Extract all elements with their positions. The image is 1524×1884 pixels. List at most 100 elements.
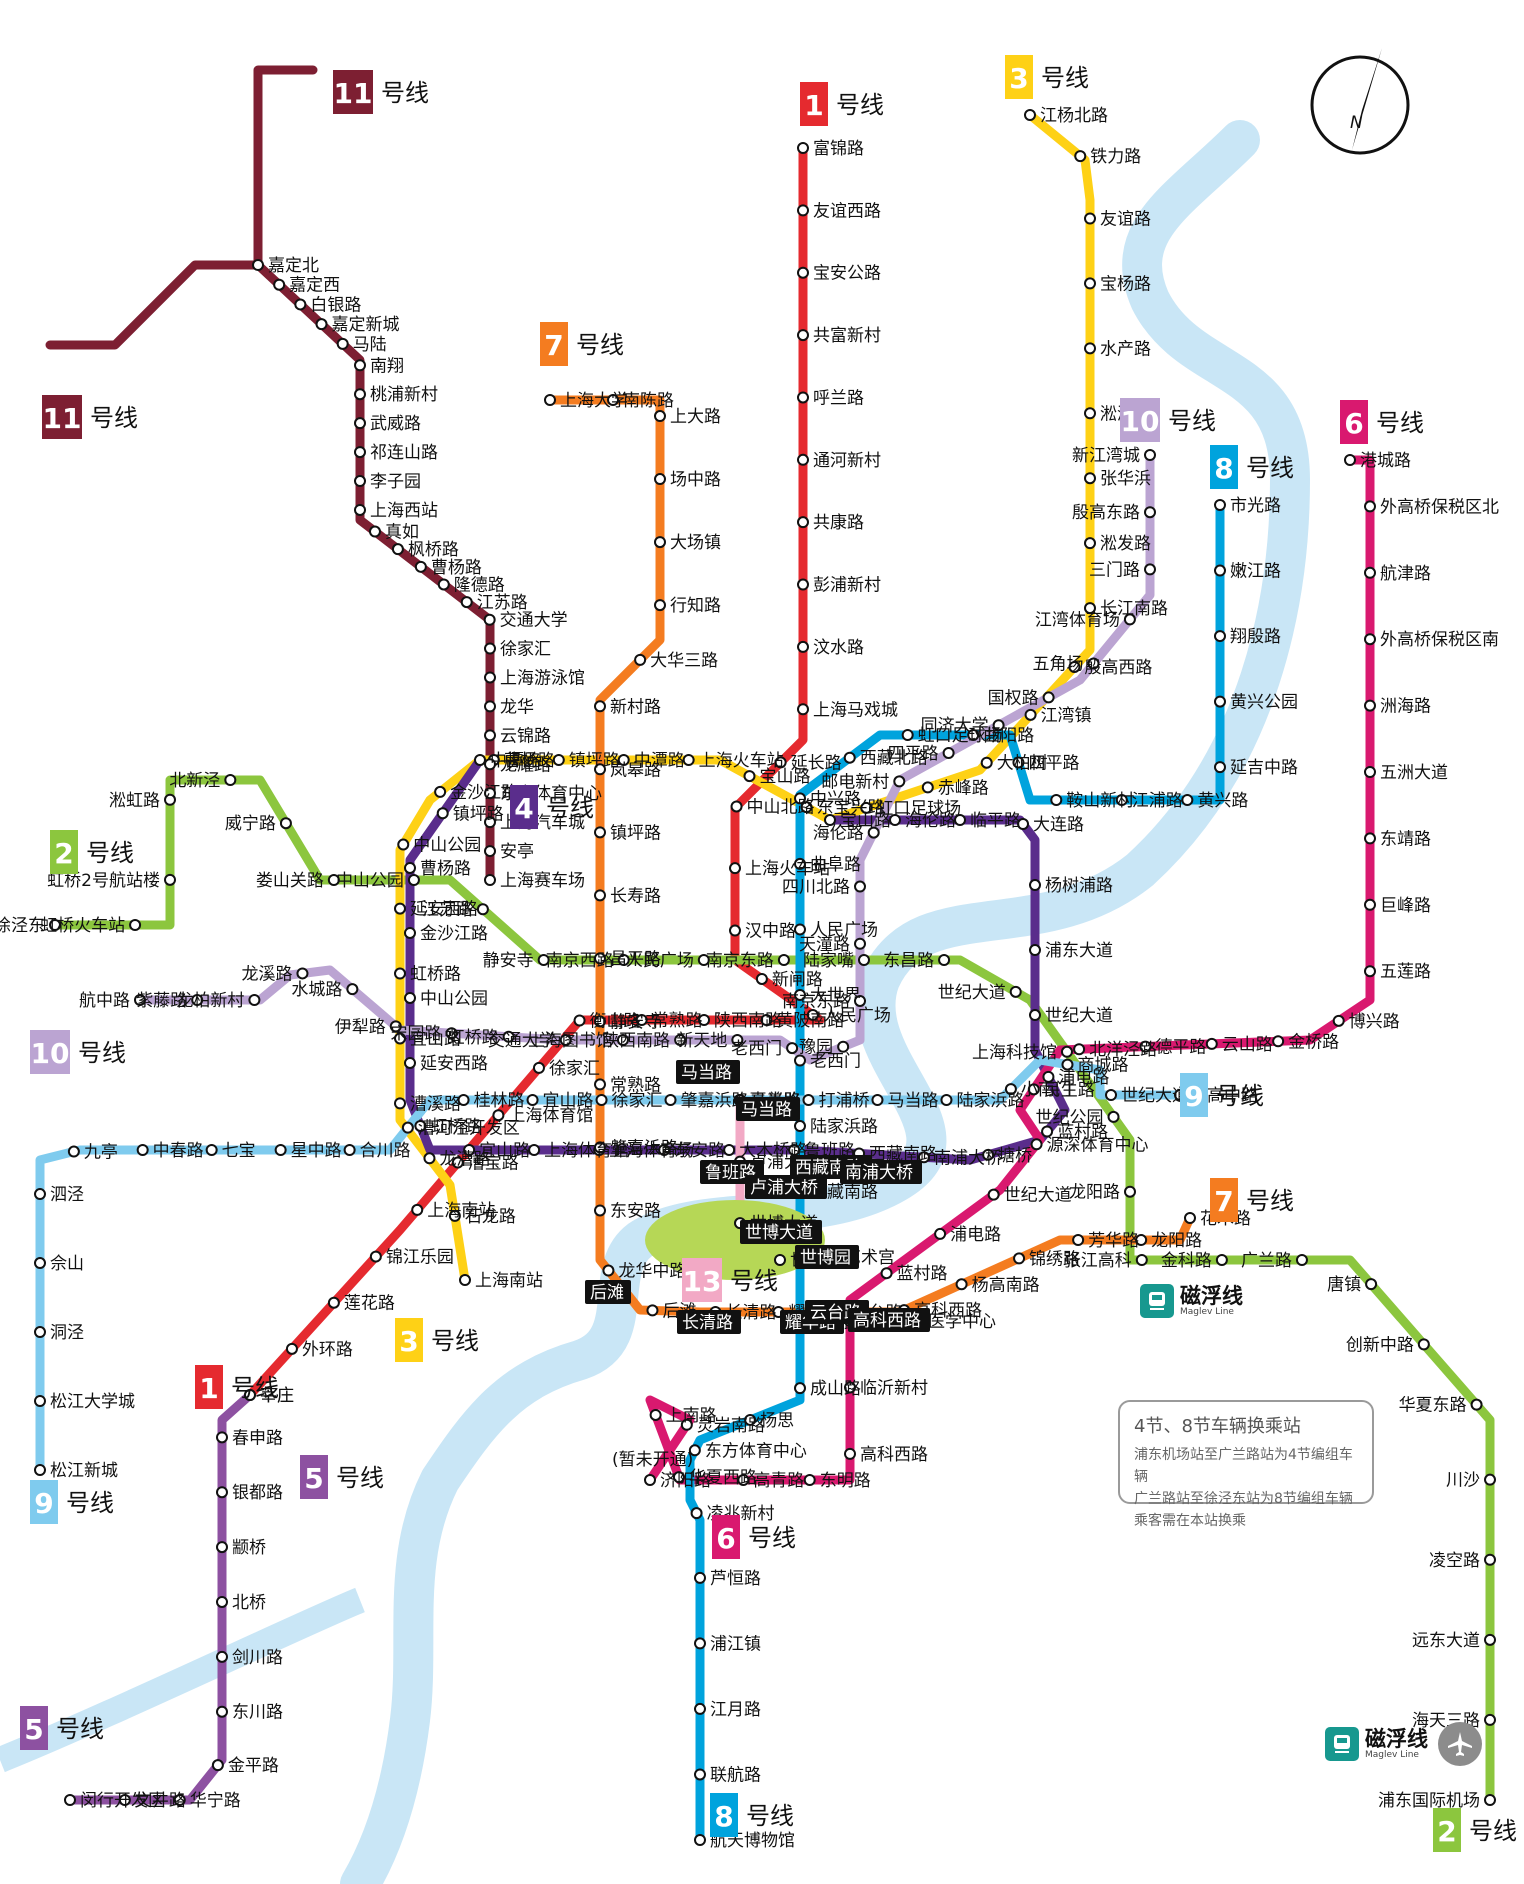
station-label[interactable]: 曲阜路 — [810, 855, 861, 875]
station-label[interactable]: 世纪大道 — [938, 983, 1006, 1003]
station-dot[interactable] — [844, 1447, 856, 1460]
station-dot[interactable] — [607, 394, 620, 406]
station-label[interactable]: 银都路 — [232, 1483, 283, 1503]
station-dot[interactable] — [34, 1464, 46, 1476]
dark-station-tag-label[interactable]: 世博园 — [800, 1248, 851, 1268]
station-label[interactable]: 徐家汇 — [612, 1091, 663, 1111]
station-dot[interactable] — [690, 1507, 703, 1520]
station-dot[interactable] — [205, 1144, 218, 1156]
station-label[interactable]: 宝安公路 — [813, 264, 881, 284]
station-dot[interactable] — [216, 1650, 228, 1663]
station-dot[interactable] — [786, 1042, 799, 1055]
station-label[interactable]: 金科路 — [1161, 1251, 1212, 1271]
station-label[interactable]: 岚皋路 — [610, 760, 661, 780]
station-label[interactable]: 龙华中路 — [618, 1262, 686, 1282]
station-label[interactable]: 莘庄 — [260, 1386, 294, 1406]
station-label[interactable]: 龙漕路 — [439, 1149, 490, 1169]
station-label[interactable]: 川沙 — [1446, 1471, 1480, 1491]
station-label[interactable]: 华夏西路 — [689, 1468, 757, 1488]
station-dot[interactable] — [1205, 1037, 1218, 1050]
station-dot[interactable] — [880, 1267, 893, 1280]
station-label[interactable]: 创新中路 — [1346, 1335, 1414, 1355]
station-label[interactable]: 上海南站 — [475, 1271, 543, 1291]
station-label[interactable]: 宝山路 — [759, 767, 810, 787]
station-dot[interactable] — [1084, 407, 1096, 420]
station-label[interactable]: 虹口足球场 — [918, 726, 1003, 746]
station-label[interactable]: 民生路 — [1044, 1080, 1095, 1100]
station-dot[interactable] — [346, 983, 359, 996]
station-label[interactable]: 镇坪路 — [610, 823, 661, 843]
station-label[interactable]: 陕西南路 — [602, 1031, 670, 1051]
station-label[interactable]: 世纪大道 — [1004, 1186, 1072, 1206]
station-dot[interactable] — [1364, 699, 1376, 712]
station-label[interactable]: 龙阳路 — [1151, 1231, 1202, 1251]
station-label[interactable]: 闵行开发区 — [80, 1791, 165, 1811]
station-dot[interactable] — [730, 800, 743, 813]
station-label[interactable]: 徐家汇 — [549, 1059, 600, 1079]
station-dot[interactable] — [248, 994, 261, 1006]
station-dot[interactable] — [1332, 1014, 1345, 1027]
station-dot[interactable] — [394, 902, 406, 915]
station-dot[interactable] — [1214, 630, 1226, 643]
station-dot[interactable] — [173, 1794, 186, 1806]
station-label[interactable]: 张江高科 — [1064, 1251, 1132, 1271]
station-label[interactable]: 长江南路 — [1100, 599, 1168, 619]
station-dot[interactable] — [537, 954, 550, 966]
station-label[interactable]: 海伦路 — [813, 824, 864, 844]
station-label[interactable]: 杨树浦路 — [1045, 876, 1113, 896]
station-dot[interactable] — [694, 1834, 706, 1846]
station-label[interactable]: 长寿路 — [610, 886, 661, 906]
station-label[interactable]: 翔殷路 — [1230, 627, 1281, 647]
station-dot[interactable] — [1029, 1009, 1041, 1022]
station-dot[interactable] — [1139, 1040, 1152, 1053]
station-dot[interactable] — [134, 994, 146, 1006]
station-dot[interactable] — [987, 1188, 1000, 1201]
station-label[interactable]: 中潭路 — [634, 751, 685, 771]
station-label[interactable]: 浦东国际机场 — [1378, 1791, 1480, 1811]
station-dot[interactable] — [797, 329, 809, 342]
station-label[interactable]: 颛桥 — [232, 1538, 266, 1558]
station-label[interactable]: 虹桥路 — [430, 1117, 481, 1137]
station-dot[interactable] — [389, 1020, 402, 1033]
station-label[interactable]: 龙溪路 — [241, 964, 292, 984]
station-dot[interactable] — [369, 1250, 382, 1263]
station-dot[interactable] — [1107, 1110, 1120, 1123]
station-dot[interactable] — [982, 1148, 995, 1161]
station-dot[interactable] — [794, 988, 806, 1001]
station-label[interactable]: 江杨北路 — [1040, 106, 1108, 126]
station-label[interactable]: 龙华 — [500, 697, 534, 717]
station-dot[interactable] — [1364, 832, 1376, 845]
station-dot[interactable] — [594, 952, 606, 965]
station-dot[interactable] — [1344, 454, 1356, 466]
station-label[interactable]: 通河新村 — [813, 451, 881, 471]
station-label[interactable]: 赤峰路 — [938, 778, 989, 798]
station-label[interactable]: 锦江乐园 — [386, 1248, 454, 1268]
station-label[interactable]: 世纪公园 — [1036, 1108, 1104, 1128]
station-label[interactable]: 延吉中路 — [1230, 758, 1298, 778]
station-dot[interactable] — [1042, 1070, 1055, 1083]
station-dot[interactable] — [1184, 1212, 1196, 1224]
station-label[interactable]: 彭浦新村 — [813, 576, 881, 596]
station-dot[interactable] — [1144, 563, 1156, 576]
station-label[interactable]: 漕宝路 — [468, 1154, 519, 1174]
station-label[interactable]: 浦江镇 — [710, 1634, 761, 1654]
station-label[interactable]: 富锦路 — [813, 139, 864, 159]
station-dot[interactable] — [1084, 212, 1096, 225]
station-dot[interactable] — [595, 1094, 608, 1106]
station-dot[interactable] — [34, 1257, 46, 1270]
station-dot[interactable] — [463, 1144, 476, 1156]
station-label[interactable]: 东安路 — [674, 1141, 725, 1161]
station-label[interactable]: 镇坪路 — [453, 804, 504, 824]
station-label[interactable]: 北洋泾路 — [1089, 1040, 1157, 1060]
station-dot[interactable] — [404, 1056, 416, 1069]
station-label[interactable]: 李子园 — [370, 472, 421, 492]
station-label[interactable]: 祁连山路 — [370, 443, 438, 463]
station-dot[interactable] — [394, 967, 406, 980]
station-label[interactable]: 上南路 — [666, 1406, 717, 1426]
station-dot[interactable] — [794, 792, 806, 805]
station-label[interactable]: 中山公园 — [336, 871, 404, 891]
station-dot[interactable] — [837, 1040, 850, 1053]
station-label[interactable]: 昌平路 — [610, 949, 661, 969]
station-label[interactable]: 浦东大道 — [1045, 941, 1113, 961]
station-dot[interactable] — [1084, 277, 1096, 290]
